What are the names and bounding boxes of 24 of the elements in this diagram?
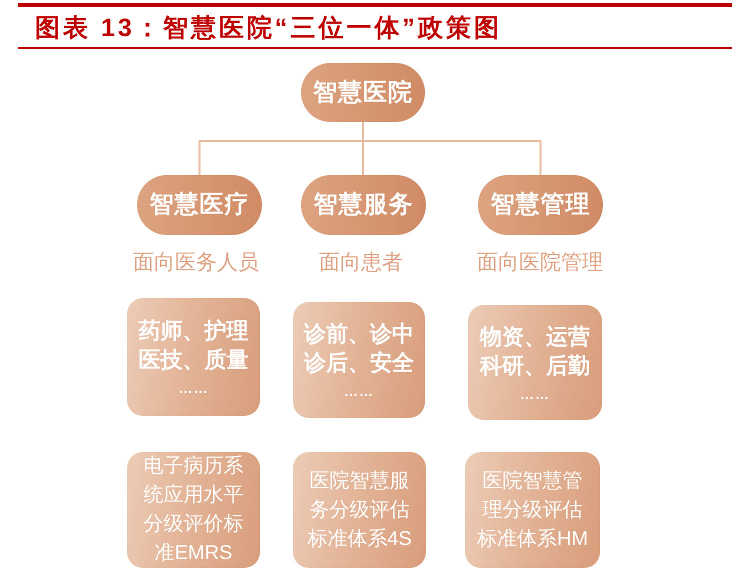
standard-card <box>293 452 426 568</box>
ellipsis-text: …… <box>178 379 208 398</box>
card-text: 诊前、诊中诊后、安全 <box>302 320 415 377</box>
pill-label: 智慧医疗 <box>150 190 250 220</box>
pill-label: 智慧管理 <box>490 190 590 220</box>
audience-label: 面向医务人员 <box>133 250 259 276</box>
card-text: 医院智慧服务分级评估标准体系4S <box>306 468 413 552</box>
pill-label: 智慧医院 <box>313 78 413 108</box>
topic-card <box>468 305 602 420</box>
topic-card <box>293 302 425 418</box>
standard-card <box>127 452 260 568</box>
card-text: 电子病历系统应用水平分级评价标准EMRS <box>142 454 244 566</box>
figure-title: 图表 13：智慧医院“三位一体”政策图 <box>35 13 502 44</box>
ellipsis-text: …… <box>344 382 374 401</box>
connector-line <box>362 122 542 175</box>
ellipsis-text: …… <box>520 384 550 404</box>
card-text: 药师、护理医技、质量 <box>138 317 250 374</box>
card-text: 物资、运营科研、后勤 <box>478 322 591 380</box>
topic-card <box>127 298 260 416</box>
standard-card <box>465 452 600 568</box>
pill-label: 智慧服务 <box>314 190 414 220</box>
audience-label: 面向患者 <box>319 250 403 276</box>
audience-label: 面向医院管理 <box>477 250 603 276</box>
card-text: 医院智慧管理分级评估标准体系HM <box>476 468 590 552</box>
